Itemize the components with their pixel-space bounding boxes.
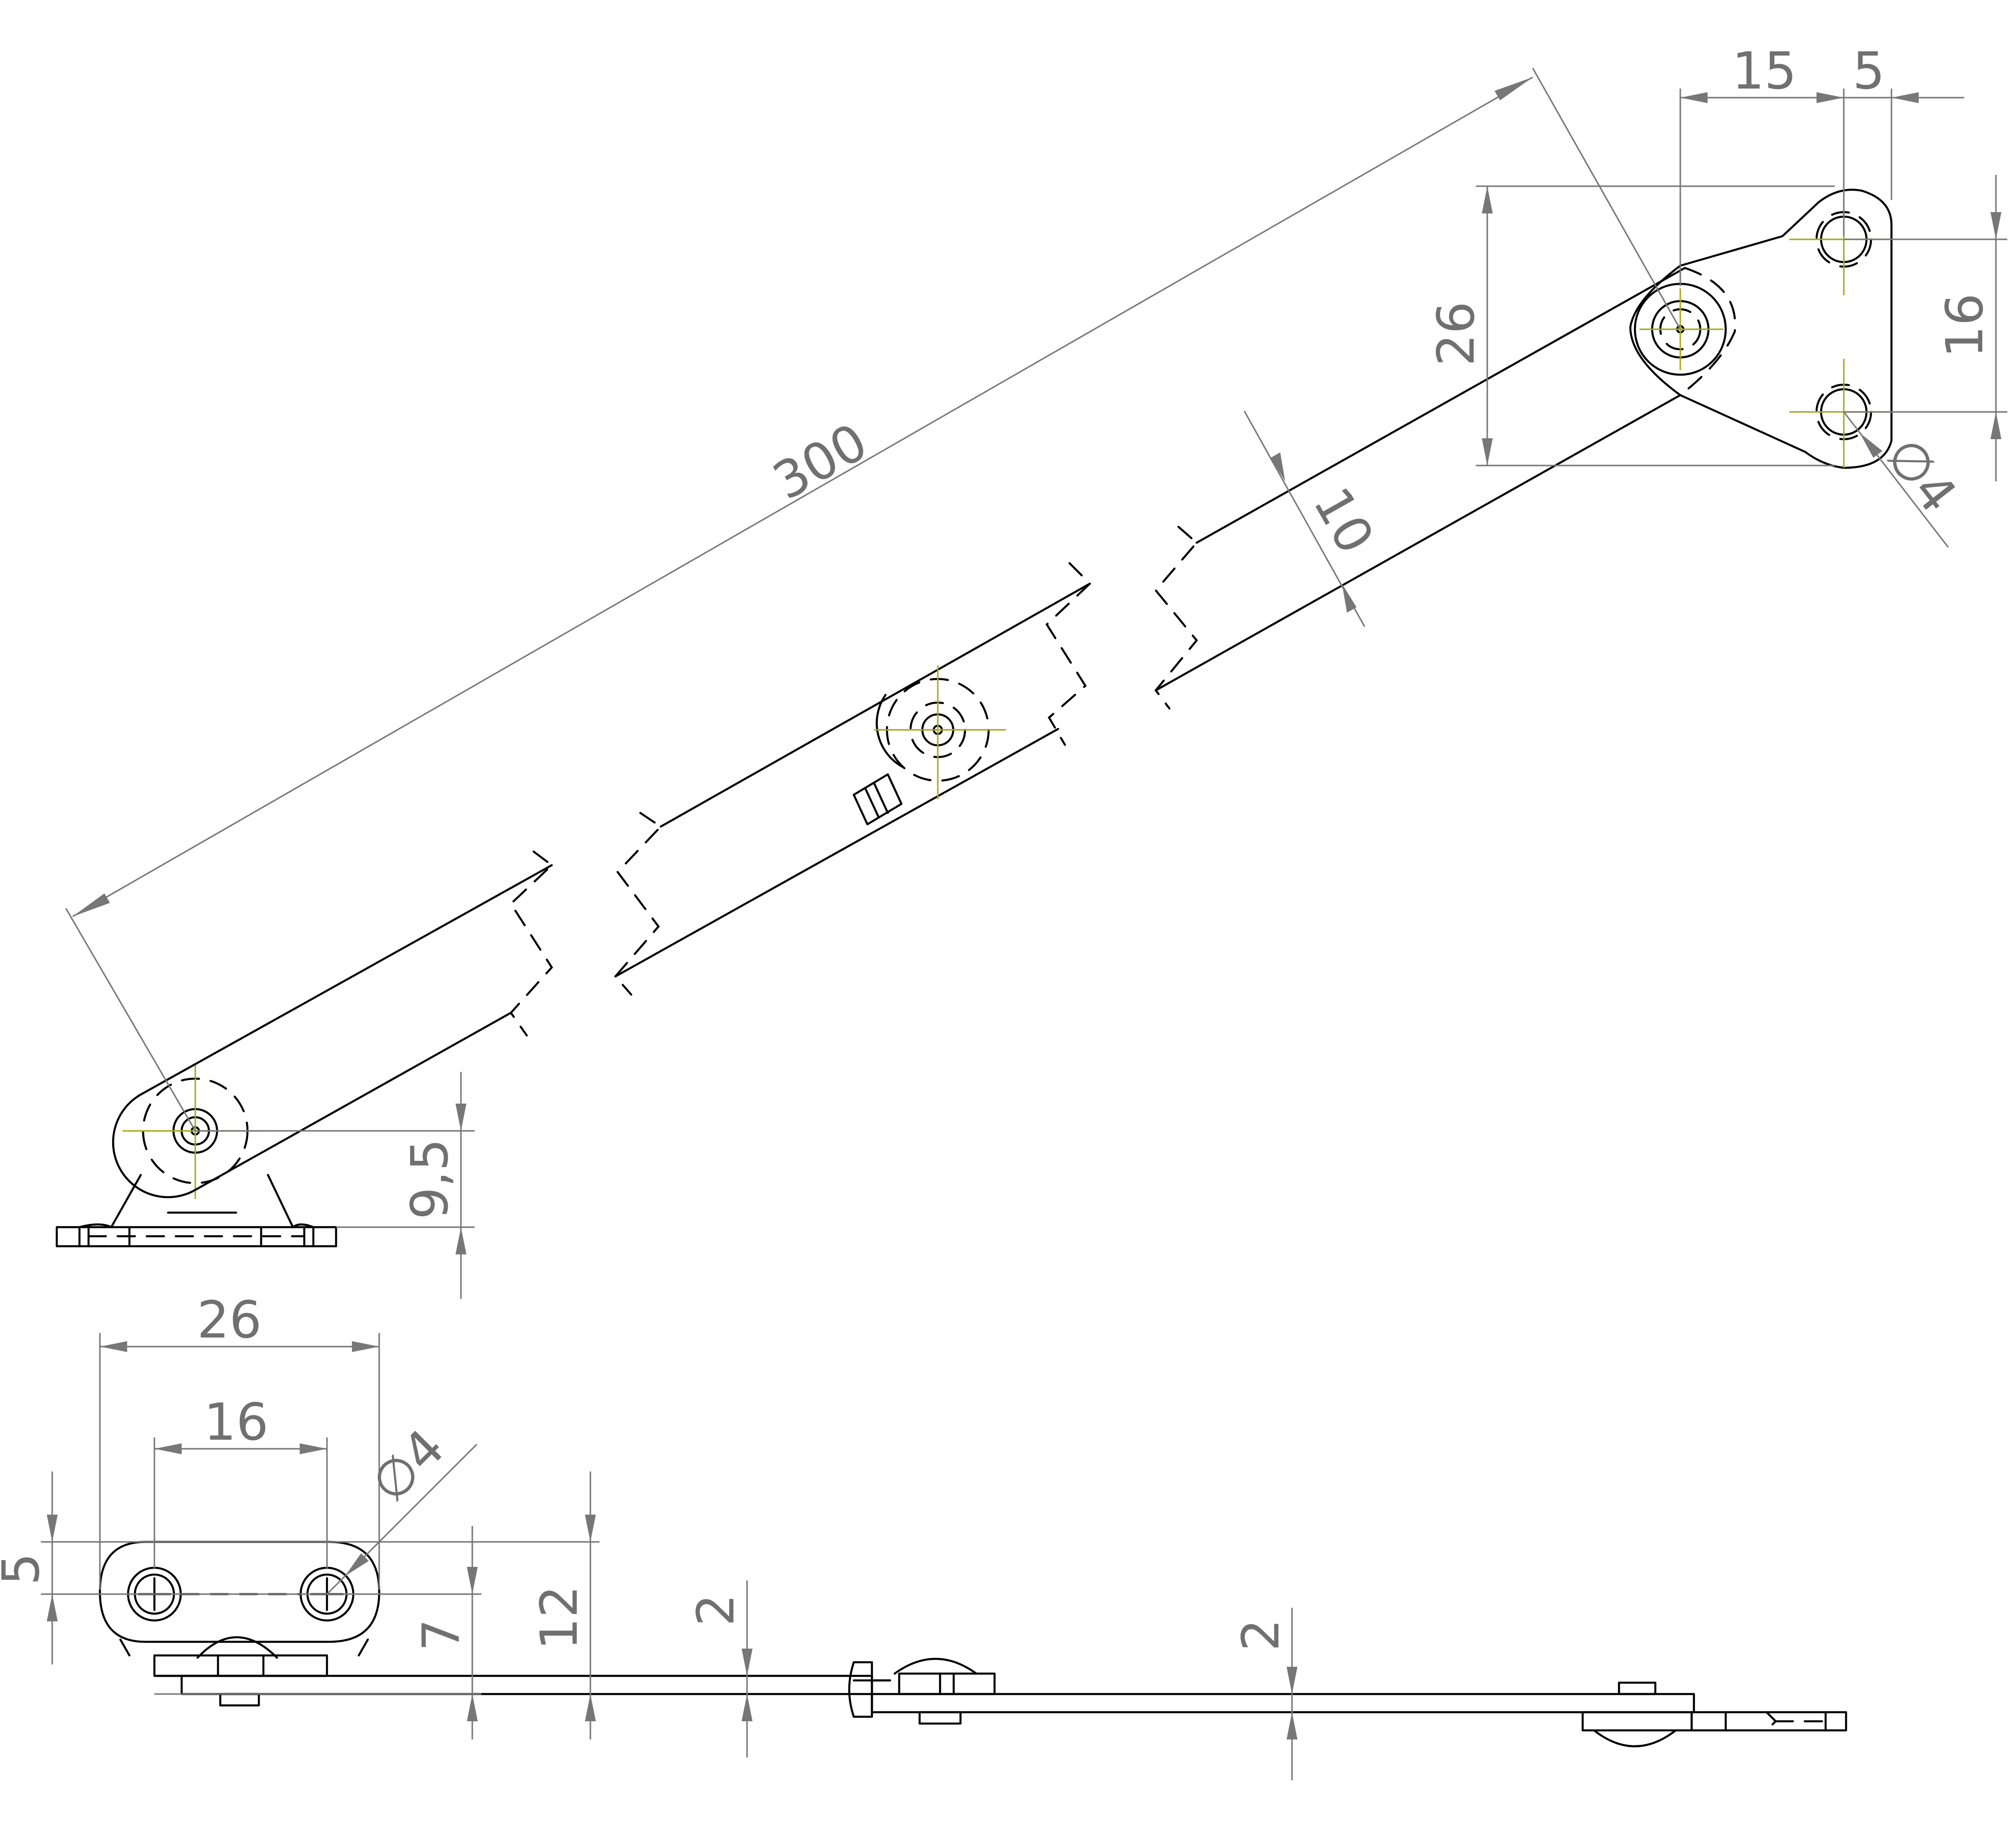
dim-bracket-hole-pitch-y: 16 bbox=[1936, 293, 1995, 358]
middle-arm-segment bbox=[614, 562, 1092, 996]
upper-arm-segment bbox=[1154, 267, 1686, 710]
elevation-dimensions: 300 9,5 15 5 26 bbox=[65, 42, 2007, 1299]
plan-dim-hole-pitch: 16 bbox=[204, 1393, 269, 1452]
plan-dimensions: 26 16 ∅4 5 7 bbox=[0, 1291, 1297, 1780]
dim-bracket-edge-offset: 5 bbox=[1852, 42, 1885, 101]
plan-dim-overall-height: 12 bbox=[530, 1585, 589, 1650]
dim-bracket-hole-pitch-x: 15 bbox=[1732, 42, 1797, 101]
bottom-mounting-base bbox=[55, 1174, 337, 1248]
plan-dim-base-length: 26 bbox=[197, 1291, 262, 1350]
lower-pivot-knuckle bbox=[112, 1065, 268, 1199]
plan-dim-arm-thickness-right: 2 bbox=[1232, 1619, 1291, 1651]
plan-dim-pivot-offset: 7 bbox=[412, 1619, 471, 1651]
middle-elbow-pivot bbox=[852, 665, 1006, 826]
plan-arm-strips bbox=[153, 1654, 1847, 1748]
dim-overall-length: 300 bbox=[763, 412, 877, 511]
dim-bracket-height: 26 bbox=[1427, 302, 1486, 367]
top-mounting-bracket bbox=[1629, 182, 1893, 469]
dim-arm-width: 10 bbox=[1302, 478, 1385, 563]
elevation-view: 300 9,5 15 5 26 bbox=[55, 42, 2007, 1299]
dim-hole-diameter: ∅4 bbox=[1874, 427, 1968, 524]
plan-dim-arm-thickness-left: 2 bbox=[687, 1594, 746, 1626]
dim-pivot-height: 9,5 bbox=[401, 1139, 460, 1219]
plan-dim-hole-edge-offset: 5 bbox=[0, 1553, 51, 1585]
plan-dim-hole-diameter: ∅4 bbox=[360, 1418, 455, 1514]
plan-view: 26 16 ∅4 5 7 bbox=[0, 1291, 1847, 1780]
lower-arm-segment bbox=[139, 850, 554, 1191]
